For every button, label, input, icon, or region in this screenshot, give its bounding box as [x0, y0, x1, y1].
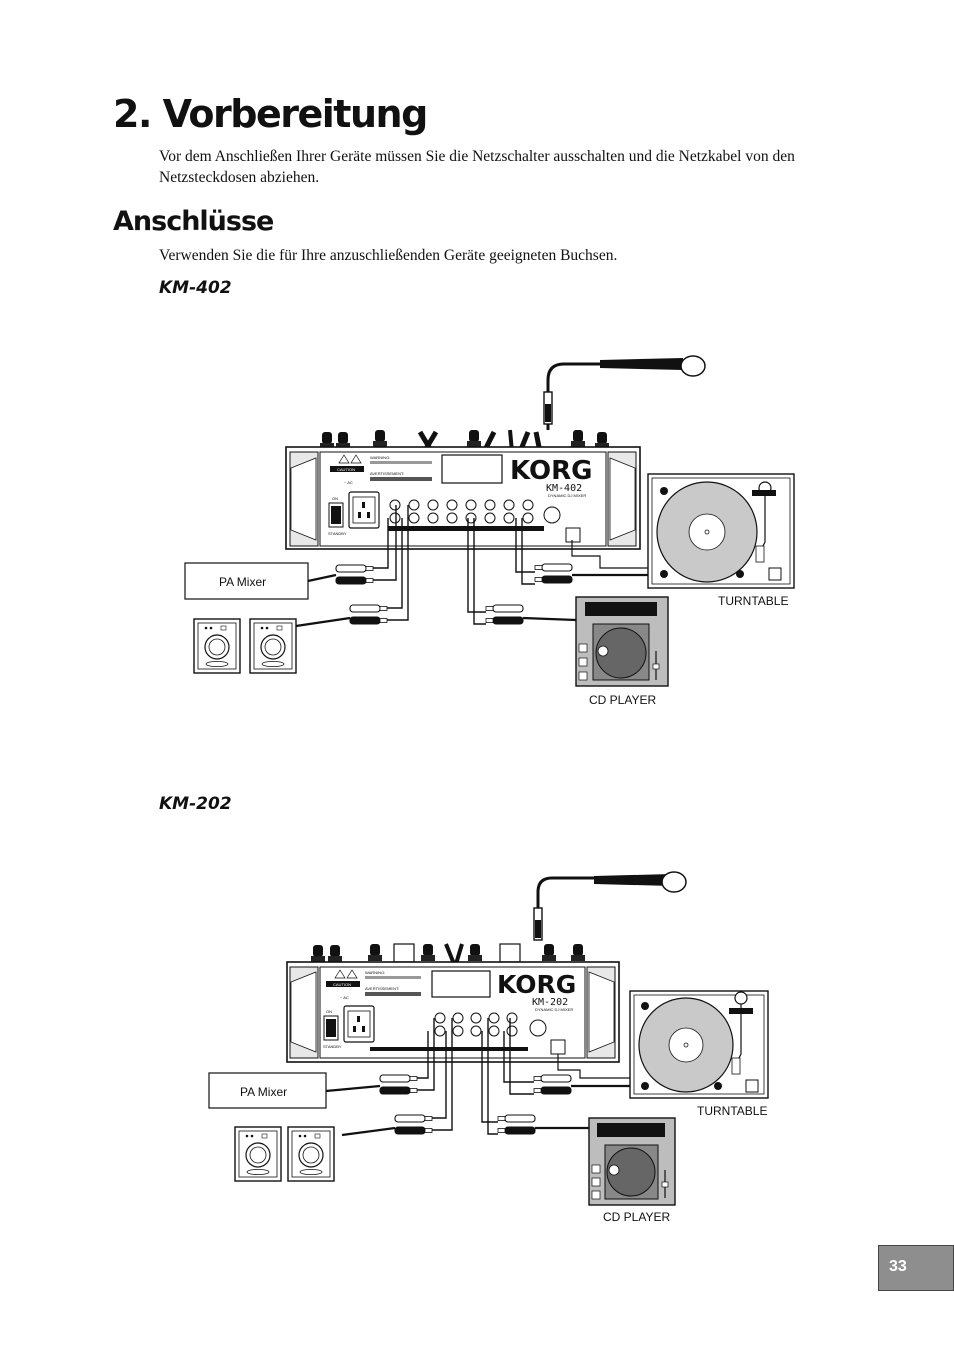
- page-heading: 2. Vorbereitung: [113, 92, 428, 136]
- mixer-rear-panel: CAUTION WARNING: AVERTISSEMENT: KORG KM-…: [286, 961, 620, 1063]
- microphone-icon: [533, 871, 687, 941]
- caution-label: CAUTION: [337, 467, 355, 472]
- diagram-title-km402: KM-402: [159, 278, 232, 298]
- mixer-rear-panel: CAUTION WARNING: AVERTISSEMENT: KORG KM-…: [285, 446, 641, 550]
- model-subtitle: DYNAMIC DJ MIXER: [535, 1007, 573, 1012]
- km202-diagram: CAUTION WARNING: AVERTISSEMENT: KORG KM-…: [208, 871, 769, 1224]
- model-mark: KM-402: [546, 483, 582, 494]
- voltage-label: ~ AC: [344, 480, 353, 485]
- mixer-knobs: [311, 943, 585, 965]
- intro-text: Vor dem Anschließen Ihrer Geräte müssen …: [159, 148, 795, 186]
- turntable-label: TURNTABLE: [718, 594, 788, 608]
- cd-player-label: CD PLAYER: [603, 1210, 670, 1224]
- section-title: Anschlüsse: [113, 206, 274, 237]
- pa-mixer-label: PA Mixer: [240, 1085, 287, 1099]
- section-text: Verwenden Sie die für Ihre anzuschließen…: [159, 247, 618, 264]
- km402-diagram: CAUTION WARNING: AVERTISSEMENT: KORG KM-…: [184, 355, 795, 707]
- turntable-icon: [629, 990, 769, 1099]
- on-label: ON: [332, 496, 338, 501]
- caution-label: CAUTION: [333, 982, 351, 987]
- warning-label: WARNING:: [370, 455, 390, 460]
- page-number-box: 33: [878, 1245, 954, 1291]
- on-label: ON: [326, 1009, 332, 1014]
- brand-logo: KORG: [510, 456, 592, 486]
- cd-player-icon: [588, 1117, 676, 1206]
- speaker-icon: [249, 618, 297, 674]
- avertissement-label: AVERTISSEMENT:: [365, 986, 399, 991]
- warning-label: WARNING:: [365, 970, 385, 975]
- cd-player-icon: [575, 596, 669, 687]
- turntable-icon: [647, 473, 795, 589]
- microphone-icon: [543, 355, 706, 430]
- speaker-icon: [193, 618, 241, 674]
- brand-logo: KORG: [497, 970, 576, 999]
- model-mark: KM-202: [532, 997, 568, 1008]
- standby-label: STANDBY: [328, 531, 347, 536]
- voltage-label: ~ AC: [340, 995, 349, 1000]
- avertissement-label: AVERTISSEMENT:: [370, 471, 404, 476]
- diagram-title-km202: KM-202: [159, 794, 232, 814]
- model-subtitle: DYNAMIC DJ MIXER: [548, 493, 586, 498]
- pa-mixer-label: PA Mixer: [219, 575, 266, 589]
- page-number: 33: [889, 1258, 907, 1275]
- standby-label: STANDBY: [323, 1044, 342, 1049]
- cd-player-label: CD PLAYER: [589, 693, 656, 707]
- speaker-icon: [234, 1126, 282, 1182]
- speaker-icon: [287, 1126, 335, 1182]
- turntable-label: TURNTABLE: [697, 1104, 767, 1118]
